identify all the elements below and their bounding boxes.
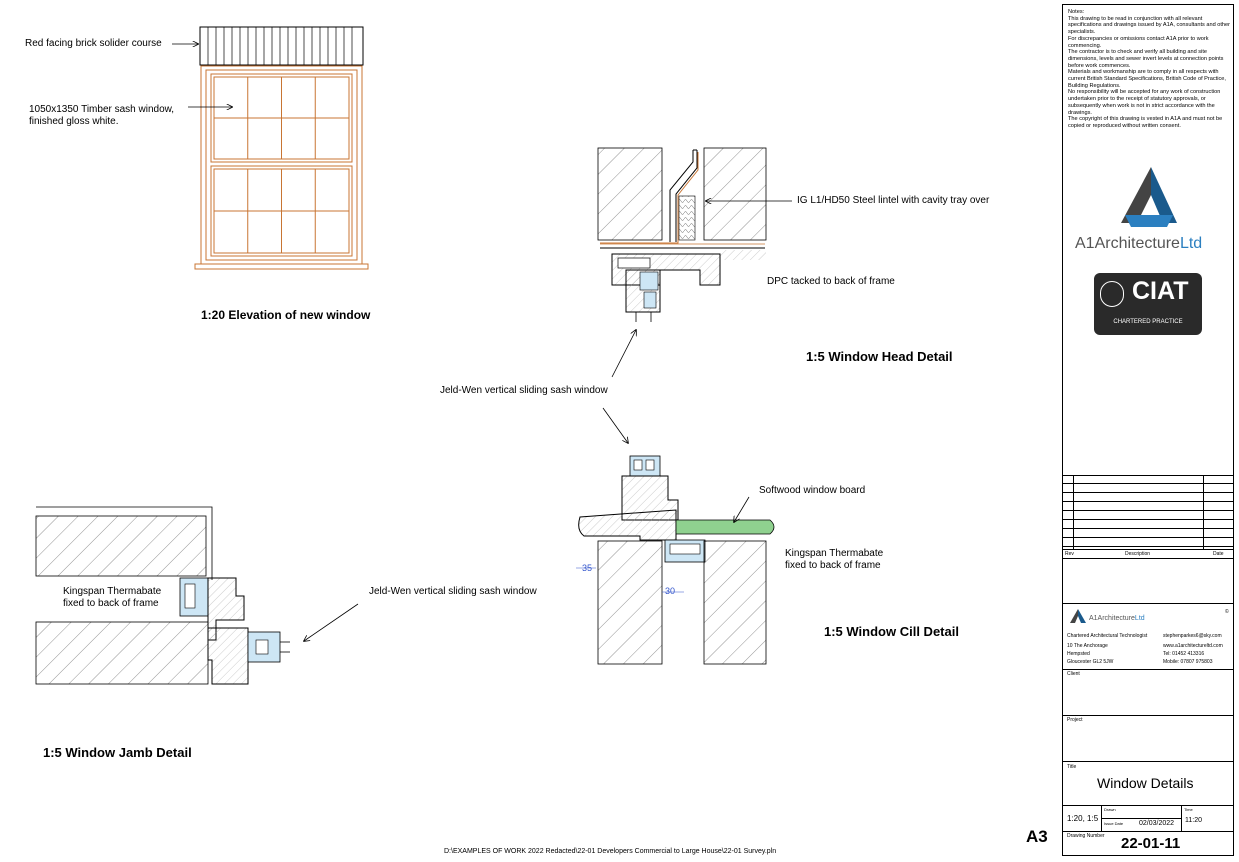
note-1: This drawing to be read in conjunction w… — [1068, 15, 1231, 36]
head-title: 1:5 Window Head Detail — [806, 349, 953, 364]
cill-kingspan-line2: fixed to back of frame — [785, 560, 881, 571]
small-logo-text: A1ArchitectureLtd — [1089, 615, 1145, 622]
title-block: Notes: This drawing to be read in conjun… — [1062, 4, 1234, 856]
tel: Tel: 01452 413316 — [1163, 651, 1205, 657]
address-3: Gloucester GL2 5JW — [1067, 659, 1114, 665]
issue-date: 02/03/2022 — [1139, 820, 1175, 827]
company-logo-text: A1ArchitectureLtd — [1075, 235, 1203, 252]
email: stephenparkes6@sky.com — [1163, 633, 1222, 639]
ciat-text: CIAT — [1132, 277, 1189, 305]
client-label: Client — [1067, 671, 1080, 677]
cill-detail-drawing — [576, 455, 775, 665]
scale: 1:20, 1:5 — [1067, 814, 1099, 823]
role: Chartered Architectural Technologist — [1067, 633, 1148, 639]
dpc-label: DPC tacked to back of frame — [767, 276, 895, 287]
window-label-line2: finished gloss white. — [29, 116, 119, 127]
note-5: No responsibility will be accepted for a… — [1068, 89, 1221, 116]
jamb-sash-label: Jeld-Wen vertical sliding sash window — [369, 586, 537, 597]
jamb-title: 1:5 Window Jamb Detail — [43, 745, 192, 760]
time-label: Time — [1184, 807, 1193, 812]
jamb-kingspan-line1: Kingspan Thermabate — [63, 586, 162, 597]
cill-kingspan-line1: Kingspan Thermabate — [785, 548, 884, 559]
lintel-label: IG L1/HD50 Steel lintel with cavity tray… — [797, 195, 990, 206]
dim-35: 35 — [582, 563, 593, 573]
drawing-number-label: Drawing Number — [1067, 833, 1105, 839]
drawn-label: Drawn — [1104, 807, 1116, 812]
a1-logo-icon — [1121, 167, 1177, 227]
drawing-canvas — [35, 26, 792, 685]
sash-leader-down — [602, 407, 628, 443]
window-label-line1: 1050x1350 Timber sash window, — [29, 104, 175, 115]
ciat-badge: CIAT CHARTERED PRACTICE — [1094, 273, 1202, 335]
elevation-title: 1:20 Elevation of new window — [201, 308, 371, 322]
elevation-window — [194, 26, 369, 270]
title-label: Title — [1067, 764, 1077, 770]
ciat-sub: CHARTERED PRACTICE — [1113, 319, 1183, 325]
drawing-title: Window Details — [1097, 775, 1194, 791]
jamb-detail-drawing — [35, 506, 290, 685]
desc-col: Description — [1125, 551, 1151, 557]
note-heading: Notes: — [1068, 9, 1085, 15]
note-3: The contractor is to check and verify al… — [1068, 49, 1224, 69]
head-detail-drawing — [597, 147, 767, 322]
note-4: Materials and workmanship are to comply … — [1068, 69, 1226, 89]
sheet-size: A3 — [1026, 827, 1048, 846]
ciat-crest-icon — [1100, 281, 1124, 307]
board-label: Softwood window board — [759, 485, 866, 496]
sash-leader-up — [611, 330, 636, 378]
footer-path: D:\EXAMPLES OF WORK 2022 Redacted\22-01 … — [444, 848, 777, 855]
time: 11:20 — [1185, 817, 1202, 824]
project-label: Project — [1067, 717, 1083, 723]
notes: Notes: This drawing to be read in conjun… — [1068, 9, 1230, 130]
date-col: Date — [1213, 551, 1224, 557]
drawing-number: 22-01-11 — [1121, 835, 1181, 852]
website: www.a1architectureltd.com — [1163, 643, 1223, 649]
small-logo-icon — [1070, 609, 1086, 623]
mobile: Mobile: 07807 975803 — [1163, 659, 1213, 665]
board-leader — [734, 496, 750, 522]
copyright: © — [1225, 609, 1229, 615]
note-6: The copyright of this drawing is vested … — [1068, 116, 1223, 129]
jamb-sash-leader — [304, 603, 359, 641]
cill-title: 1:5 Window Cill Detail — [824, 624, 959, 639]
revision-table — [1063, 475, 1233, 547]
sash-label: Jeld-Wen vertical sliding sash window — [440, 385, 608, 396]
rev-col: Rev — [1065, 551, 1074, 557]
address-2: Hempsted — [1067, 651, 1090, 657]
address-1: 10 The Anchorage — [1067, 643, 1108, 649]
jamb-kingspan-line2: fixed to back of frame — [63, 598, 159, 609]
brick-label: Red facing brick solider course — [25, 38, 162, 49]
dim-30: 30 — [665, 586, 676, 596]
issue-date-label: Issue Date — [1104, 821, 1124, 826]
note-2: For discrepancies or omissions contact A… — [1068, 35, 1209, 49]
